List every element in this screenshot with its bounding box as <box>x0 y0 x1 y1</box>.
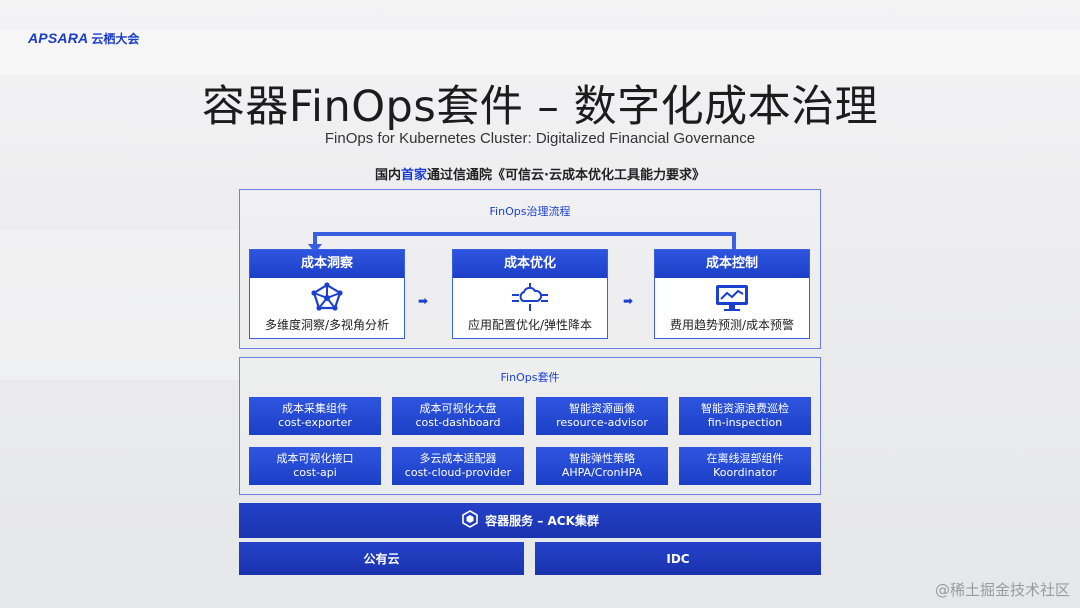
suite-item-fin-inspection: 智能资源浪费巡检 fin-inspection <box>679 397 811 435</box>
suite-item-cost-cloud-provider: 多云成本适配器 cost-cloud-provider <box>392 447 524 485</box>
suite-item-en: Koordinator <box>713 466 777 479</box>
logo-text: 云栖大会 <box>91 32 140 46</box>
suite-item-en: cost-cloud-provider <box>404 466 512 479</box>
cube-icon <box>461 510 479 531</box>
suite-label: FinOps套件 <box>500 371 560 384</box>
step-title: 成本优化 <box>453 250 607 278</box>
suite-item-en: cost-api <box>293 466 337 479</box>
process-step-insight: 成本洞察 多维度洞察/多视角分析 <box>249 249 405 339</box>
suite-item-koordinator: 在离线混部组件 Koordinator <box>679 447 811 485</box>
background-panel <box>0 230 240 380</box>
feedback-loop-arrow <box>308 232 736 253</box>
suite-item-cn: 智能资源浪费巡检 <box>701 402 789 415</box>
step-title: 成本控制 <box>655 250 809 278</box>
process-step-optimize: 成本优化 应用配置优化/弹性降本 <box>452 249 608 339</box>
step-description: 费用趋势预测/成本预警 <box>669 318 795 332</box>
note-suffix: 通过信通院《可信云·云成本优化工具能力要求》 <box>427 168 705 183</box>
suite-item-cn: 成本可视化大盘 <box>419 402 497 415</box>
suite-item-en: AHPA/CronHPA <box>561 466 643 479</box>
flow-arrow-1: ➡ <box>418 294 429 308</box>
note-prefix: 国内 <box>375 168 402 183</box>
process-label: FinOps治理流程 <box>489 205 571 218</box>
suite-item-cn: 多云成本适配器 <box>419 452 497 465</box>
flow-arrow-2: ➡ <box>623 294 634 308</box>
process-step-control: 成本控制 费用趋势预测/成本预警 <box>654 249 810 339</box>
page-title: 容器FinOps套件 – 数字化成本治理 <box>201 82 879 132</box>
cloud-arrows-icon <box>453 278 607 316</box>
certification-note: 国内首家通过信通院《可信云·云成本优化工具能力要求》 <box>0 164 1080 183</box>
suite-item-ahpa-cronhpa: 智能弹性策略 AHPA/CronHPA <box>536 447 668 485</box>
suite-item-resource-advisor: 智能资源画像 resource-advisor <box>536 397 668 435</box>
suite-item-cost-api: 成本可视化接口 cost-api <box>249 447 381 485</box>
public-cloud-bar: 公有云 <box>239 542 524 575</box>
logo: APSARA 云栖大会 <box>28 30 139 47</box>
suite-item-cost-exporter: 成本采集组件 cost-exporter <box>249 397 381 435</box>
step-description: 多维度洞察/多视角分析 <box>264 318 390 332</box>
suite-item-cn: 智能资源画像 <box>569 402 635 415</box>
ack-cluster-bar: 容器服务 – ACK集群 <box>239 503 821 538</box>
step-title: 成本洞察 <box>250 250 404 278</box>
page-subtitle: FinOps for Kubernetes Cluster: Digitaliz… <box>324 130 756 147</box>
suite-item-cn: 在离线混部组件 <box>706 452 784 465</box>
ack-cluster-label: 容器服务 – ACK集群 <box>485 514 599 528</box>
suite-item-en: cost-exporter <box>278 416 352 429</box>
step-description: 应用配置优化/弹性降本 <box>467 318 593 332</box>
background-band <box>0 30 1080 75</box>
note-highlight: 首家 <box>401 168 428 183</box>
suite-item-cn: 成本采集组件 <box>282 402 348 415</box>
suite-item-cn: 智能弹性策略 <box>569 452 635 465</box>
network-nodes-icon <box>250 278 404 316</box>
logo-mark: APSARA <box>28 30 89 46</box>
monitor-chart-icon <box>655 278 809 316</box>
watermark: @稀土掘金技术社区 <box>934 581 1070 599</box>
suite-item-en: fin-inspection <box>707 416 783 429</box>
suite-item-cost-dashboard: 成本可视化大盘 cost-dashboard <box>392 397 524 435</box>
idc-bar: IDC <box>535 542 821 575</box>
suite-item-en: cost-dashboard <box>415 416 501 429</box>
suite-item-en: resource-advisor <box>556 416 648 429</box>
suite-item-cn: 成本可视化接口 <box>276 452 354 465</box>
